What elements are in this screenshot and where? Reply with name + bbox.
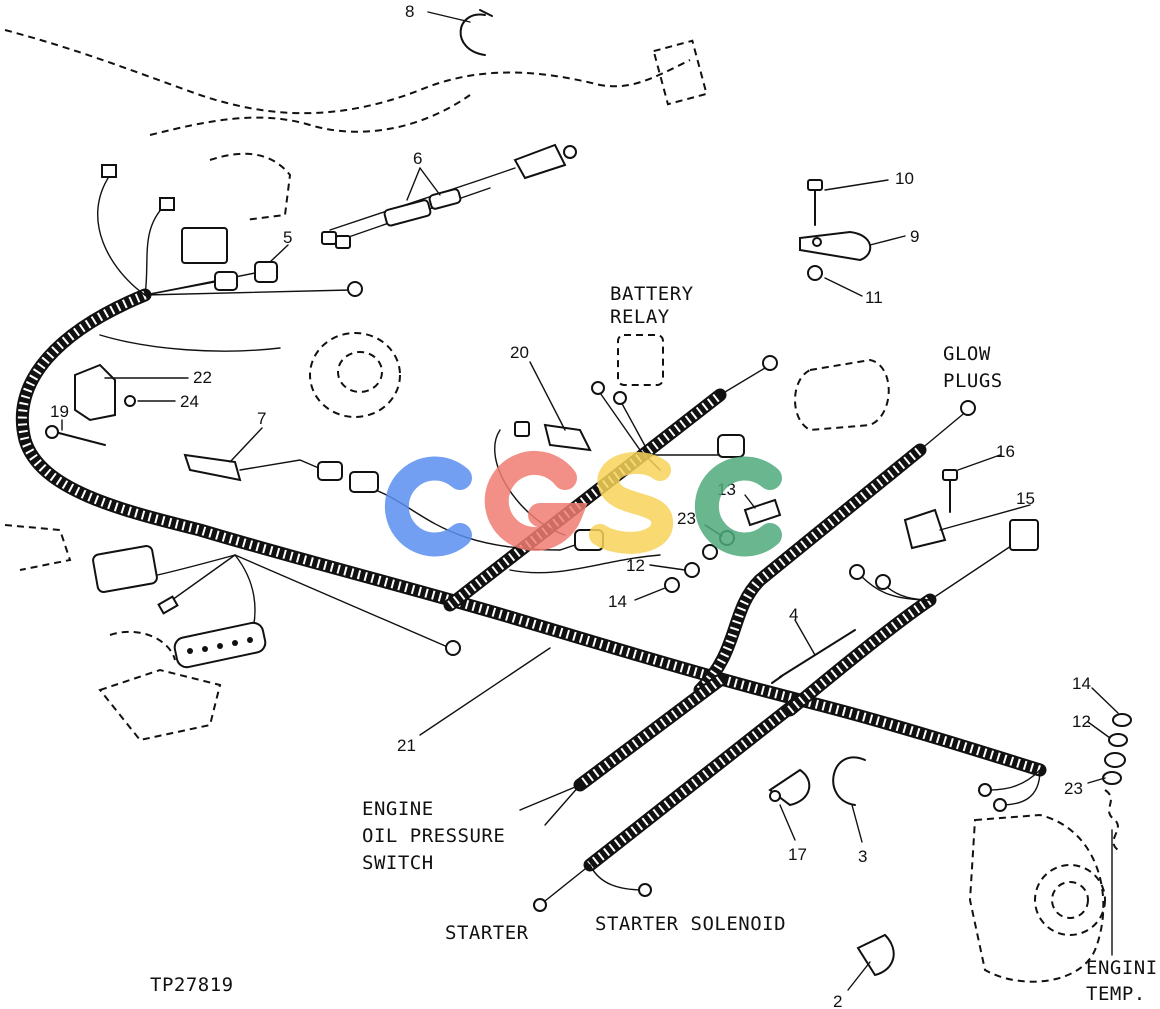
callout-8: 8 <box>405 2 414 21</box>
label-oil-pressure-line2: OIL PRESSURE <box>362 825 505 847</box>
callout-3: 3 <box>858 847 867 866</box>
callout-19: 19 <box>50 402 69 421</box>
clamp-ring-8 <box>459 13 486 56</box>
branch-glow-plugs <box>693 443 927 697</box>
watermark-c2 <box>694 456 782 557</box>
watermark-s <box>589 451 673 554</box>
label-engine-temp-line1: ENGINI <box>1086 957 1158 979</box>
clamp-3 <box>832 756 866 806</box>
callout-16: 16 <box>996 442 1015 461</box>
bracket-23 <box>74 363 116 422</box>
callout-12-left: 12 <box>626 556 645 575</box>
callout-23: 22 <box>193 368 212 387</box>
callout-22-right: 23 <box>1064 779 1083 798</box>
callout-15: 15 <box>1016 489 1035 508</box>
callout-22-upper: 23 <box>677 509 696 528</box>
callout-14-right: 14 <box>1072 674 1091 693</box>
label-starter-solenoid: STARTER SOLENOID <box>595 913 786 935</box>
label-glow-plugs-line1: GLOW <box>943 343 991 365</box>
callout-2: 2 <box>833 992 842 1009</box>
figure-code: TP27819 <box>150 974 234 996</box>
callout-5: 5 <box>283 228 292 247</box>
sender-13 <box>743 498 782 527</box>
callout-9: 9 <box>910 227 919 246</box>
nut-11 <box>807 265 823 281</box>
callout-24: 24 <box>180 392 199 411</box>
watermark-c1 <box>384 456 472 557</box>
leader-lines <box>61 11 1119 991</box>
relay-15 <box>903 508 947 550</box>
sensor-7 <box>183 453 242 482</box>
label-battery-relay-line1: BATTERY <box>610 283 694 305</box>
label-oil-pressure-line1: ENGINE <box>362 798 434 820</box>
bolt-19 <box>54 431 106 446</box>
label-oil-pressure-line3: SWITCH <box>362 852 434 874</box>
callout-6: 6 <box>413 149 422 168</box>
label-engine-temp-line2: TEMP. <box>1086 983 1146 1005</box>
connector-6 <box>383 199 432 227</box>
text-labels: BATTERY RELAY GLOW PLUGS ENGINE OIL PRES… <box>150 283 1158 1005</box>
watermark-g <box>484 450 588 551</box>
switch-block <box>181 227 228 264</box>
main-harness-21 <box>15 288 1047 777</box>
sender-top <box>513 143 567 180</box>
glow-plug-4 <box>779 629 856 678</box>
label-glow-plugs-line2: PLUGS <box>943 370 1003 392</box>
callout-numbers: 8 6 5 10 9 11 22 24 19 7 20 13 23 12 14 … <box>50 2 1091 1009</box>
clamp-9 <box>799 230 872 262</box>
clip-2 <box>856 933 895 977</box>
label-starter: STARTER <box>445 922 529 944</box>
callout-20: 20 <box>510 343 529 362</box>
dashed-outline-parts <box>4 29 1119 983</box>
branch-engine-temp <box>783 593 937 717</box>
switch-20 <box>543 423 592 452</box>
watermark-logo <box>384 450 782 557</box>
callout-4: 4 <box>789 605 798 624</box>
callout-11: 11 <box>865 288 883 307</box>
branch-oil-pressure <box>573 673 727 792</box>
branch-battery-relay <box>443 388 727 612</box>
label-battery-relay-line2: RELAY <box>610 306 670 328</box>
branch-starter <box>583 693 807 872</box>
callout-7: 7 <box>257 409 266 428</box>
callout-17: 17 <box>788 845 807 864</box>
callout-21: 21 <box>397 736 416 755</box>
callout-14-left: 14 <box>608 592 627 611</box>
callout-10: 10 <box>895 169 914 188</box>
callout-12-right: 12 <box>1072 712 1091 731</box>
